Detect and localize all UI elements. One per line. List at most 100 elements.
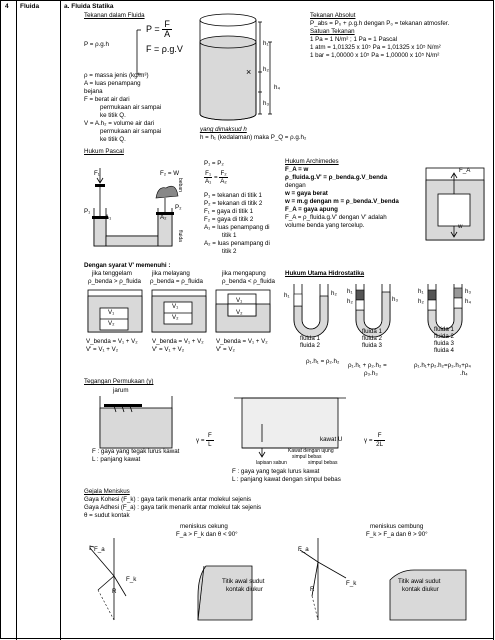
def-line-5: permukaan air sampai [100, 104, 162, 111]
column-divider-3 [493, 0, 494, 640]
point-marker: × [246, 67, 251, 77]
melayang-eq1: V_benda = V₁ + V₂ [152, 338, 204, 345]
tekanan-absolut-heading: Tekanan Absolut [310, 12, 356, 19]
pascal-def-6: titik 1 [222, 232, 237, 239]
cekung-cond: F_a > F_k dan θ < 90° [176, 531, 238, 538]
tekanan-absolut-formula: P_abs = P₀ + ρ.g.h dengan P₀ = tekanan a… [310, 20, 450, 27]
pascal-a1: A₁ [105, 214, 112, 221]
hidro2-h3: h₃ [392, 296, 398, 303]
kawat-geser-label: Kawat dengan ujung [288, 448, 334, 454]
def-line-4: F = berat air dari [84, 96, 130, 103]
section-heading: a. Fluida Statika [64, 3, 114, 10]
pascal-def-1: P₁ = tekanan di titik 1 [204, 192, 262, 199]
def-line-1: ρ = massa jenis (kg/m³) [84, 72, 149, 79]
hidro2-legend-3: fluida 3 [362, 342, 382, 349]
label-h1: h₁ [263, 40, 269, 47]
tenggelam-eq1: V_benda = V₁ + V₂ [86, 338, 138, 345]
kawat-figure [234, 397, 346, 458]
archimedes-line-7: F_A = ρ_fluida.g.V' dengan V' adalah [285, 214, 387, 221]
melayang-v2: V₂ [172, 314, 179, 321]
hidro3-legend-4: fluida 4 [434, 347, 454, 354]
column-divider-1 [16, 0, 17, 640]
hidro2-legend-1: fluida 1 [362, 328, 382, 335]
cekung-note-1: Titik awal sudut [222, 578, 265, 585]
pascal-def-3: F₁ = gaya di titik 1 [204, 208, 254, 215]
syarat-col1-cond: ρ_benda > ρ_fluida [88, 278, 141, 285]
hidro1-h2: h₂ [331, 290, 337, 297]
pascal-formula-1: P₁ = P₂ [204, 160, 224, 167]
def-line-6: ke titik Q. [100, 112, 126, 119]
cembung-title: meniskus cembung [370, 523, 424, 530]
u-tube-figure-2 [355, 284, 391, 338]
pascal-def-2: P₂ = tekanan di titik 2 [204, 200, 263, 207]
archimedes-w-label: w [458, 223, 463, 230]
cembung-cond: F_k > F_a dan θ > 90° [366, 531, 428, 538]
cembung-fk: F_k [346, 580, 357, 587]
meniskus-line-1: Gaya Kohesi (F_k) : gaya tarik menarik a… [84, 496, 252, 503]
cembung-figure [299, 538, 467, 621]
syarat-heading: Dengan syarat V' memenuhi : [84, 262, 171, 269]
cekung-figure [89, 538, 253, 621]
syarat-col2-title: jika melayang [152, 270, 190, 277]
tenggelam-v2: V₂ [108, 320, 115, 327]
pascal-heading: Hukum Pascal [84, 148, 124, 155]
label-h4: h₄ [274, 84, 280, 91]
mengapung-eq1: V_benda = V₁ + V₂ [216, 338, 268, 345]
cekung-r: R [112, 588, 117, 595]
def-line-7: V = A.h₂ = volume air dari [84, 120, 155, 127]
tenggelam-figure [87, 289, 143, 333]
def-line-2: A = luas penampang [84, 80, 141, 87]
syarat-col3-cond: ρ_benda < ρ_fluida [222, 278, 275, 285]
hidro3-h1: h₁ [418, 288, 424, 295]
hidro1-legend-2: fluida 2 [300, 342, 320, 349]
label-h3: h₃ [263, 100, 269, 107]
cembung-note-1: Titik awal sudut [398, 578, 441, 585]
archimedes-line-4: w = gaya berat [285, 190, 328, 197]
mengapung-v2: V₂ [236, 309, 243, 316]
u-tube-figure-1 [293, 284, 329, 338]
label-h2: h₂ [263, 66, 269, 73]
meniskus-line-3: θ = sudut kontak [84, 512, 130, 519]
archimedes-line-1: F_A = w [285, 166, 309, 173]
def-line-8: permukaan air sampai [100, 128, 162, 135]
mengapung-eq2: V' = V₂ [216, 346, 235, 353]
hidro3-h3: h₃ [465, 288, 471, 295]
archimedes-line-8: volume benda yang tercelup. [285, 222, 365, 229]
syarat-col2-cond: ρ_benda = ρ_fluida [150, 278, 203, 285]
meniskus-line-2: Gaya Adhesi (F_a) : gaya tarik menarik a… [84, 504, 262, 511]
pascal-def-4: F₂ = gaya di titik 2 [204, 216, 254, 223]
cekung-note-2: kontak diukur [226, 586, 263, 593]
kawat-geser-label-2: simpul bebas [292, 454, 322, 460]
cembung-r: R [310, 586, 315, 593]
cekung-fk: F_k [126, 576, 137, 583]
simpul-bebas-label: simpul bebas [308, 460, 338, 466]
hidro2-eq2: ρ₃.h₃ [364, 370, 378, 377]
hidro2-legend-2: fluida 2 [362, 335, 382, 342]
row-number: 4 [5, 3, 9, 10]
kawat-u-label: kawat U [320, 436, 343, 443]
syarat-col3-title: jika mengapung [222, 270, 266, 277]
pascal-figure [92, 168, 179, 247]
hidro1-h1: h₁ [284, 292, 290, 299]
hidro1-eq: ρ₁.h₁ = ρ₂.h₂ [306, 358, 340, 365]
pascal-f2: F₂ = W [160, 170, 180, 177]
jarum-figure [99, 396, 173, 449]
pascal-a2: A₂ [160, 214, 167, 221]
melayang-v1: V₁ [172, 303, 179, 310]
formula-f-rgv: F = ρ.g.V [146, 44, 183, 54]
satuan-heading: Satuan Tekanan [310, 28, 355, 35]
tekanan-formula-box [136, 29, 141, 75]
tegangan-def-1: F : gaya yang tegak lurus kawat [92, 448, 180, 455]
cekung-fa: F_a [94, 546, 105, 553]
archimedes-line-2: ρ_fluida.g.V' = ρ_benda.g.V_benda [285, 174, 388, 181]
tekanan-dalam-heading: Tekanan dalam Fluida [84, 12, 145, 19]
hidro2-h1: h₁ [347, 288, 353, 295]
tekanan-eq-left: P = ρ.g.h [84, 41, 109, 48]
tegangan-def-4: L : panjang kawat dengan simpul bebas [232, 476, 341, 483]
syarat-col1-title: jika tenggelam [92, 270, 132, 277]
mengapung-figure [215, 289, 271, 333]
jarum-label: jarum [113, 387, 129, 394]
mengapung-v1: V₁ [236, 297, 243, 304]
